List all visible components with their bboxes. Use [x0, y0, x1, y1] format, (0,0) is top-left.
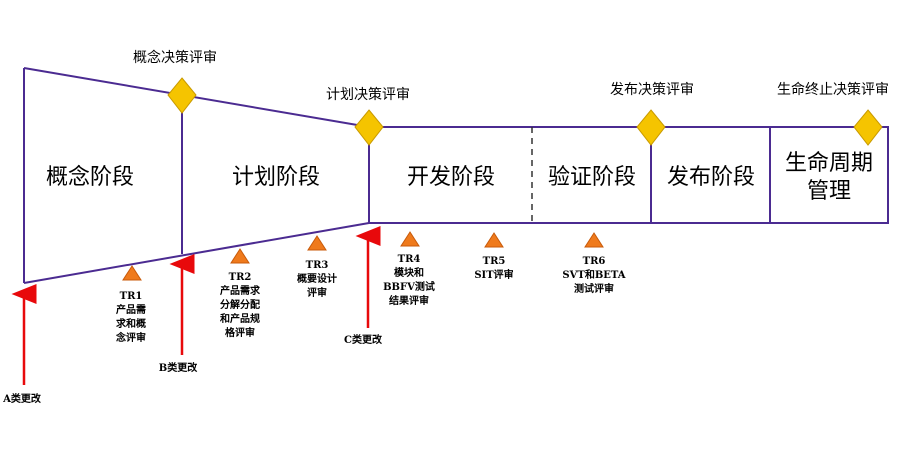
- tr3-label: TR3 概要设计 评审: [297, 260, 337, 299]
- funnel-top-edge: [23, 67, 370, 128]
- tr6-code: TR6: [583, 256, 606, 267]
- concept-decision-label: 概念决策评审: [133, 49, 217, 66]
- plan-decision-diamond: [354, 109, 384, 146]
- tr6-desc-line2: 测试评审: [574, 282, 614, 295]
- tr4-label: TR4 模块和 BBFV测试 结果评审: [383, 254, 435, 307]
- phase-verify: 验证阶段: [548, 165, 636, 190]
- phase-lifecycle-line1: 生命周期: [785, 151, 873, 176]
- tr3-desc-line1: 概要设计: [297, 272, 337, 285]
- tr1-desc-line3: 念评审: [115, 331, 146, 344]
- tr5-triangle: [484, 232, 504, 248]
- change-arrows: [11, 226, 381, 385]
- tr6-triangle: [584, 232, 604, 248]
- tr4-code: TR4: [398, 254, 421, 265]
- tr5-code: TR5: [483, 256, 506, 267]
- eol-decision-diamond: [853, 109, 883, 146]
- plan-decision-label: 计划决策评审: [326, 86, 410, 103]
- phase-develop: 开发阶段: [407, 165, 495, 190]
- phase-lifecycle-line2: 管理: [807, 179, 851, 204]
- release-decision-label: 发布决策评审: [610, 81, 694, 98]
- phase-release: 发布阶段: [667, 165, 755, 190]
- decision-diamonds: [167, 77, 883, 146]
- tr4-triangle: [400, 231, 420, 247]
- release-decision-diamond: [636, 109, 666, 146]
- c-change-label: C类更改: [344, 333, 383, 346]
- phase-concept: 概念阶段: [46, 165, 134, 190]
- tr3-triangle: [307, 235, 327, 251]
- tr5-desc-line1: SIT评审: [474, 268, 513, 281]
- tr2-desc-line1: 产品需求: [220, 284, 261, 297]
- tr1-desc-line2: 求和概: [116, 317, 146, 330]
- tr1-code: TR1: [120, 291, 143, 302]
- funnel-bottom-edge: [23, 222, 370, 284]
- concept-decision-diamond: [167, 77, 197, 114]
- phase-bar: [368, 126, 889, 224]
- tr2-desc-line4: 格评审: [225, 326, 255, 339]
- tr2-desc-line2: 分解分配: [220, 298, 260, 311]
- eol-decision-label: 生命终止决策评审: [777, 81, 889, 98]
- b-change-label: B类更改: [159, 361, 198, 374]
- a-change-label: A类更改: [2, 392, 42, 405]
- tr1-desc-line1: 产品需: [116, 303, 146, 316]
- tr2-triangle: [230, 248, 250, 264]
- tr6-label: TR6 SVT和BETA 测试评审: [562, 256, 625, 295]
- tr1-label: TR1 产品需 求和概 念评审: [115, 291, 146, 344]
- tr2-label: TR2 产品需求 分解分配 和产品规 格评审: [219, 272, 261, 339]
- tr1-triangle: [122, 265, 142, 281]
- funnel-outline: [23, 67, 889, 284]
- tr3-desc-line2: 评审: [307, 286, 327, 299]
- tr4-desc-line2: BBFV测试: [383, 280, 435, 293]
- tr6-desc-line1: SVT和BETA: [562, 268, 625, 281]
- phase-plan: 计划阶段: [232, 165, 320, 190]
- technical-review-triangles: [122, 231, 604, 281]
- tr3-code: TR3: [306, 260, 329, 271]
- tr2-code: TR2: [229, 272, 252, 283]
- tr4-desc-line3: 结果评审: [389, 294, 429, 307]
- tr2-desc-line3: 和产品规: [219, 312, 260, 325]
- tr4-desc-line1: 模块和: [394, 266, 424, 279]
- tr5-label: TR5 SIT评审: [474, 256, 513, 281]
